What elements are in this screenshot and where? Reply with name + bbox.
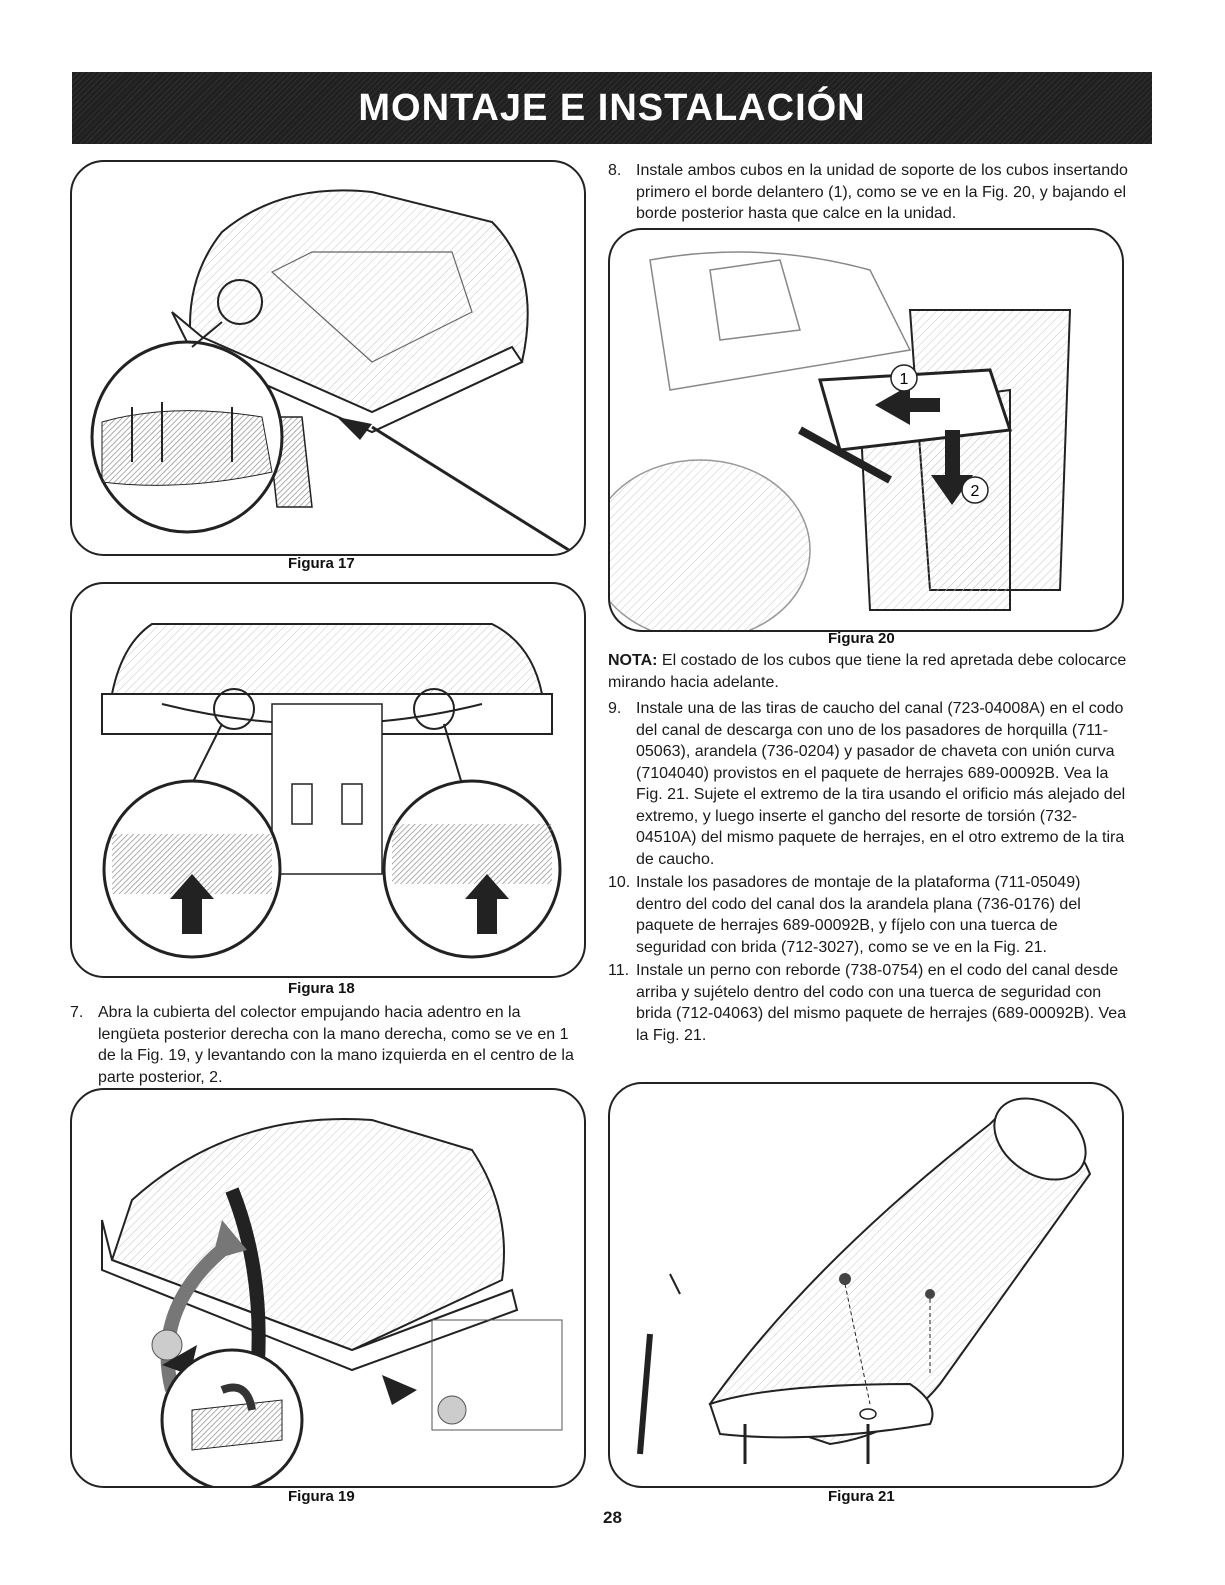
callout-2: 2 — [971, 483, 980, 500]
figure-18-drawing — [101, 623, 562, 959]
step-9-text: Instale una de las tiras de caucho del c… — [636, 700, 1126, 868]
figure-18-caption: Figura 18 — [288, 980, 355, 997]
callout-1: 1 — [900, 371, 909, 388]
step-8: 8. Instale ambos cubos en la unidad de s… — [608, 160, 1128, 225]
figure-18-illustration — [70, 582, 586, 978]
figure-17-illustration — [70, 160, 586, 556]
step-9-number: 9. — [608, 700, 622, 717]
step-7-text: Abra la cubierta del colector empujando … — [98, 1004, 574, 1086]
figure-17-caption: Figura 17 — [288, 555, 355, 572]
figure-20-drawing: 1 2 — [610, 251, 1072, 630]
note-text: El costado de los cubos que tiene la red… — [608, 652, 1127, 691]
figure-19-drawing — [101, 1118, 563, 1486]
figure-17-drawing — [90, 189, 573, 554]
note-label: NOTA: — [608, 652, 658, 669]
section-title: MONTAJE E INSTALACIÓN — [358, 86, 866, 129]
step-10: 10. Instale los pasadores de montaje de … — [608, 872, 1128, 958]
step-11-number: 11. — [608, 962, 630, 979]
figure-19-caption: Figura 19 — [288, 1488, 355, 1505]
figure-20-caption: Figura 20 — [828, 630, 895, 647]
step-10-text: Instale los pasadores de montaje de la p… — [636, 874, 1081, 956]
figure-21-drawing — [637, 1097, 1092, 1464]
section-header-banner: MONTAJE E INSTALACIÓN — [72, 72, 1152, 144]
step-9: 9. Instale una de las tiras de caucho de… — [608, 698, 1128, 870]
figure-19-illustration — [70, 1088, 586, 1488]
figure-21-caption: Figura 21 — [828, 1488, 895, 1505]
page-number: 28 — [603, 1508, 622, 1527]
step-11-text: Instale un perno con reborde (738-0754) … — [636, 962, 1127, 1044]
step-7-number: 7. — [70, 1004, 84, 1021]
note: NOTA: El costado de los cubos que tiene … — [608, 650, 1128, 693]
step-11: 11. Instale un perno con reborde (738-07… — [608, 960, 1128, 1046]
figure-21-illustration — [608, 1082, 1124, 1488]
step-7: 7. Abra la cubierta del colector empujan… — [70, 1002, 582, 1088]
step-8-number: 8. — [608, 162, 622, 179]
step-8-text: Instale ambos cubos en la unidad de sopo… — [636, 162, 1128, 222]
figure-20-illustration: 1 2 — [608, 228, 1124, 632]
step-10-number: 10. — [608, 874, 631, 891]
